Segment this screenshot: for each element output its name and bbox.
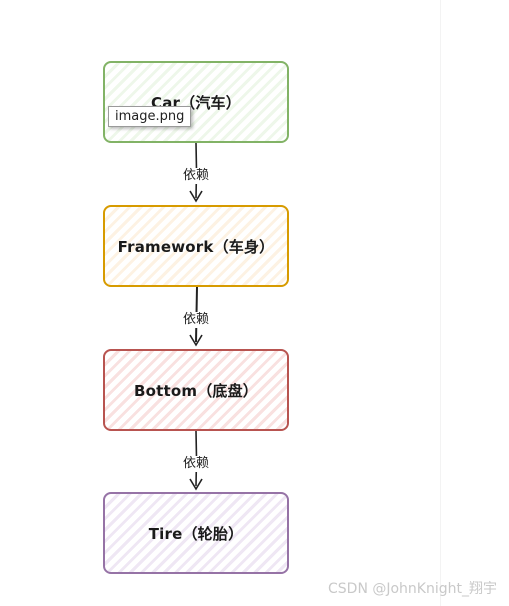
edge-label-bottom-tire: 依赖 [176, 456, 216, 472]
node-bottom-label: Bottom（底盘） [133, 381, 258, 400]
node-framework-label: Framework（车身） [117, 237, 275, 256]
edge-label-car-framework: 依赖 [176, 168, 216, 184]
diagram-canvas: Car（汽车） Framework（车身） Bottom（底盘） Tire（轮胎… [103, 61, 289, 574]
image-filename-tooltip: image.png [108, 106, 192, 127]
watermark: CSDN @JohnKnight_翔宇 [328, 581, 497, 597]
node-car[interactable]: Car（汽车） [103, 61, 289, 143]
node-tire-label: Tire（轮胎） [148, 524, 244, 543]
node-tire[interactable]: Tire（轮胎） [103, 492, 289, 574]
node-bottom[interactable]: Bottom（底盘） [103, 349, 289, 431]
node-framework[interactable]: Framework（车身） [103, 205, 289, 287]
edge-label-framework-bottom: 依赖 [176, 312, 216, 328]
page-margin [440, 0, 509, 606]
